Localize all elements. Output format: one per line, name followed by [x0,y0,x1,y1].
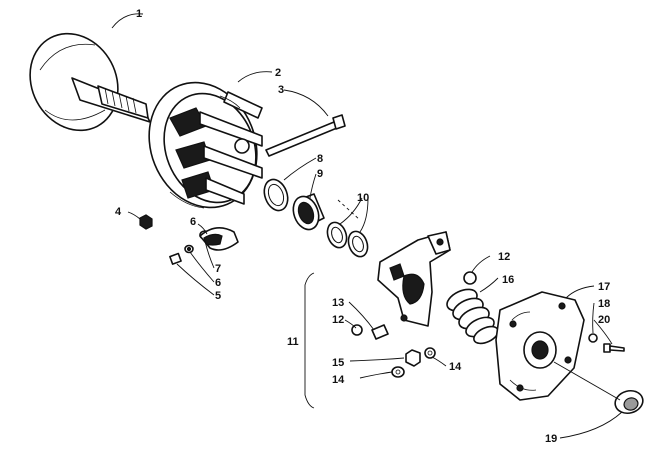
axis-line [337,199,361,221]
part-14-washer-left [391,366,405,378]
callout-15: 15 [332,357,344,369]
part-14-washer-right [424,347,436,359]
part-2-movable-sheave [148,81,263,209]
callout-2: 2 [275,67,281,79]
callout-1: 1 [136,8,142,20]
callout-12-lower: 12 [332,314,344,326]
callout-10: 10 [357,192,369,204]
part-9-bushing [292,193,325,231]
callout-16: 16 [502,274,514,286]
part-12-button-upper [463,271,477,285]
callout-6-upper: 6 [190,216,196,228]
callout-18: 18 [598,298,610,310]
callout-5: 5 [215,290,221,302]
callout-9: 9 [317,168,323,180]
part-19-cap [614,389,644,415]
part-16-spring [446,288,499,345]
callout-14-left: 14 [332,374,345,386]
callout-3: 3 [278,84,284,96]
part-17-cover [495,291,585,401]
part-12-button-lower [351,324,363,336]
leader-lines [111,13,623,439]
callout-labels: 1 2 3 4 5 6 6 7 8 9 10 11 12 12 13 14 14… [115,8,610,445]
part-8-ring [263,178,289,212]
part-7-weight [199,227,239,251]
callout-17: 17 [598,281,610,293]
part-4-nut [139,214,153,230]
part-13-pin [371,324,389,340]
callout-12-upper: 12 [498,251,510,263]
callout-14-right: 14 [449,361,462,373]
callout-20: 20 [598,314,610,326]
callout-8: 8 [317,153,323,165]
callout-13: 13 [332,297,344,309]
part-15-nut [405,349,421,367]
part-5-pin [169,252,182,265]
callout-7: 7 [215,263,221,275]
part-10-washer-b [347,230,369,258]
part-10-washer-a [326,221,348,249]
callout-11: 11 [287,336,299,348]
part-20-screw [603,343,625,353]
part-6-washer-lower [184,244,194,254]
callout-4: 4 [115,206,122,218]
callout-6-lower: 6 [215,277,221,289]
part-18-lockwasher [588,333,598,343]
part-1-sheave [29,32,151,132]
axis-line-cap [553,361,621,401]
part-3-bolt [265,114,346,157]
spider-assembly [377,231,451,327]
callout-19: 19 [545,433,557,445]
